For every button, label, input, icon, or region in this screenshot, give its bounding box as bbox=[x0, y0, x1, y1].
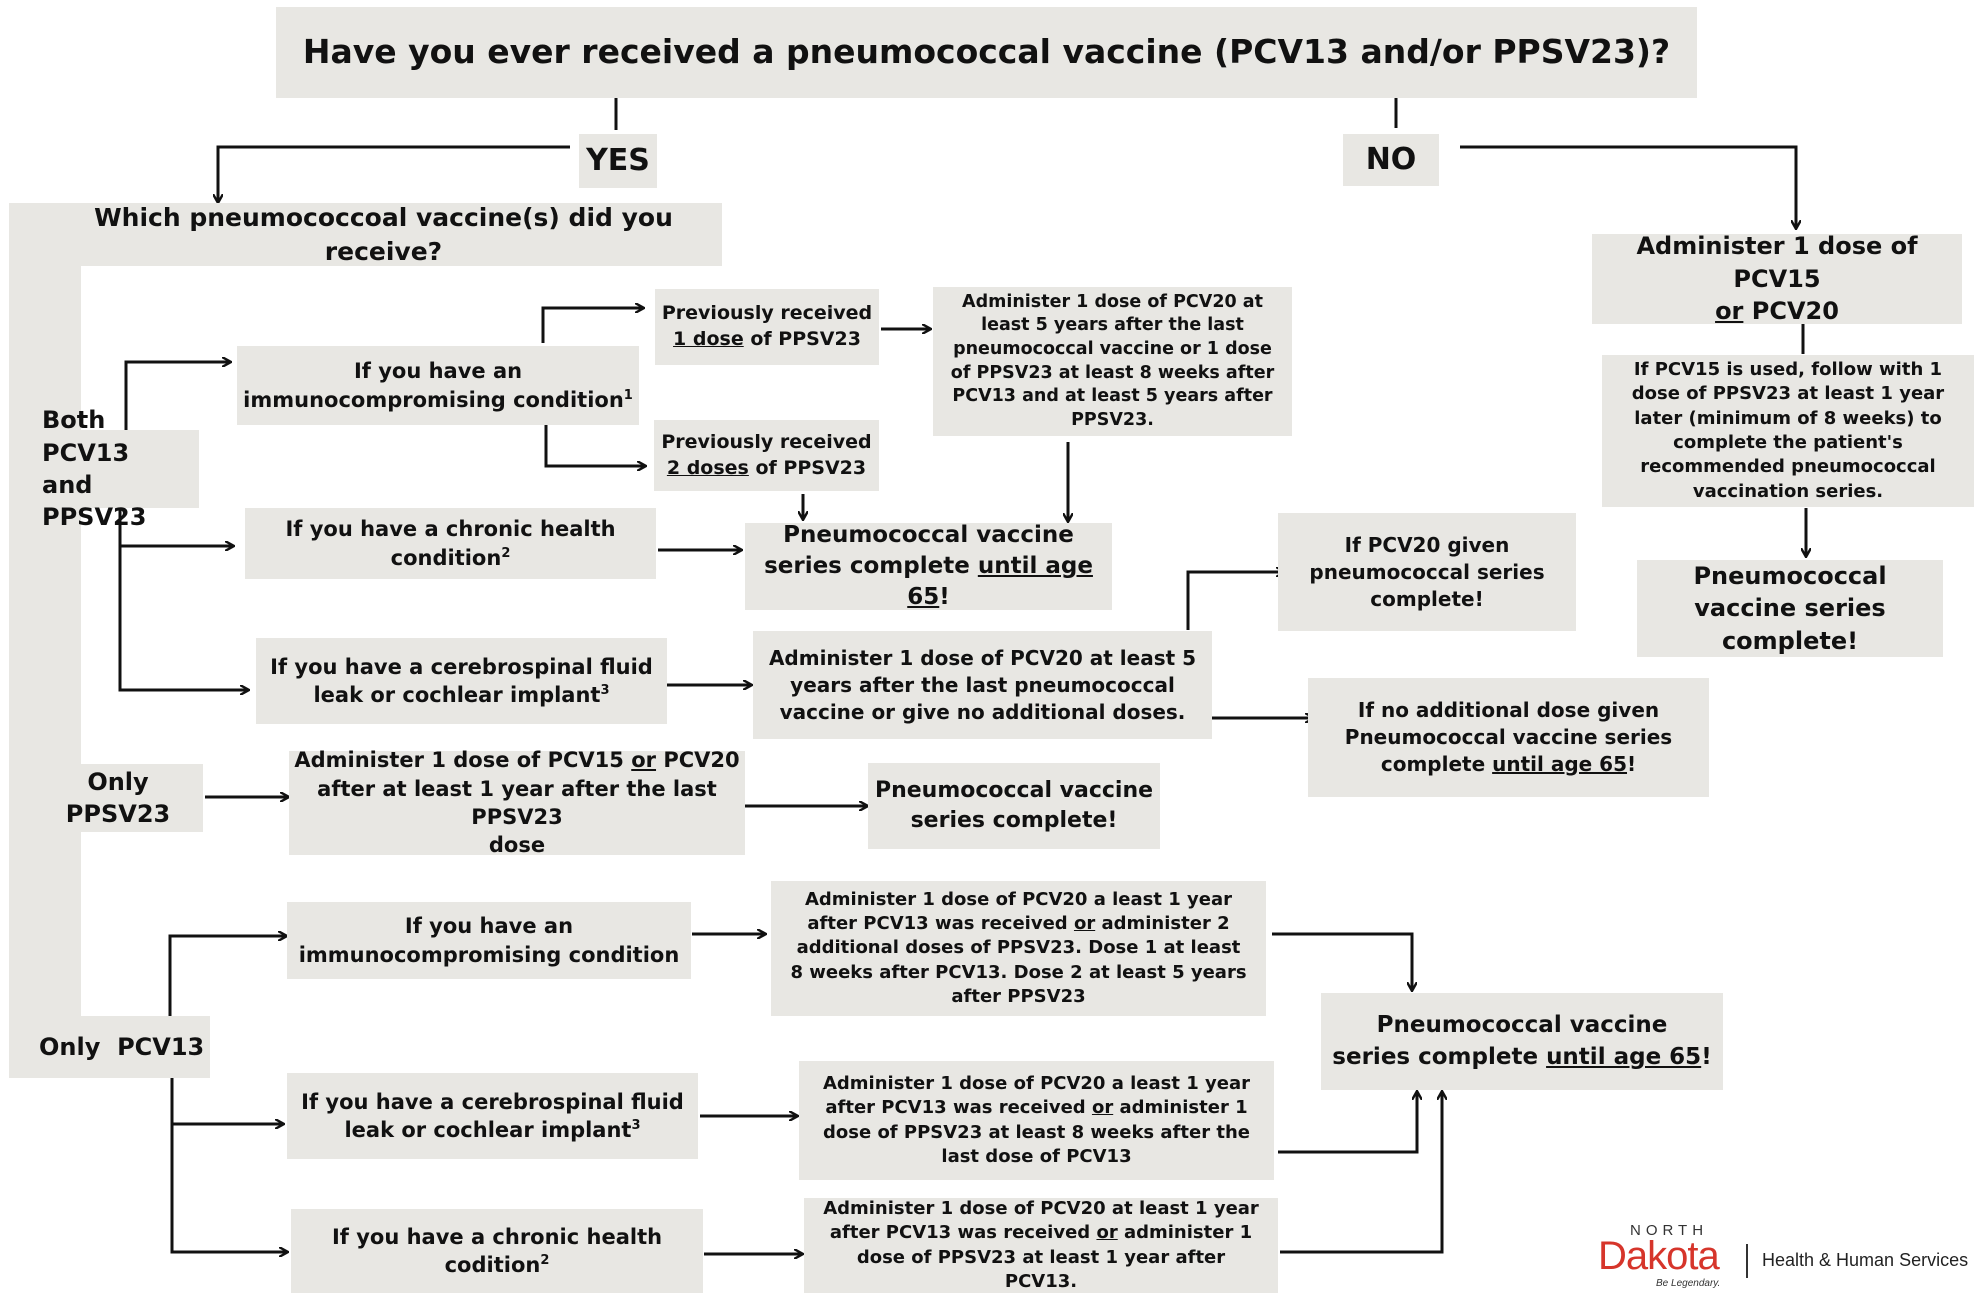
main-question: Have you ever received a pneumococcal va… bbox=[276, 7, 1697, 98]
both-chronic-text: If you have a chronic health condition2 bbox=[285, 517, 616, 570]
pcv13-chronic-text: If you have a chronic health codition2 bbox=[331, 1224, 663, 1277]
no-complete-text: Pneumococcal vaccine series complete! bbox=[1693, 561, 1887, 655]
ppsv23-complete-text: Pneumococcal vaccine series complete! bbox=[874, 778, 1154, 833]
pcv13-chronic-box: If you have a chronic health codition2 bbox=[291, 1209, 703, 1293]
left-trunk-panel bbox=[9, 266, 81, 1078]
both-admin-immuno-text: Administer 1 dose of PCV20 at least 5 ye… bbox=[950, 291, 1275, 430]
no-complete-box: Pneumococcal vaccine series complete! bbox=[1637, 560, 1943, 657]
ppsv23-admin-text: Administer 1 dose of PCV15 or PCV20 afte… bbox=[294, 748, 740, 858]
no-additional-text: If no additional dose given Pneumococcal… bbox=[1344, 698, 1673, 776]
no-followup-box: If PCV15 is used, follow with 1 dose of … bbox=[1602, 355, 1974, 507]
ppsv23-admin-box: Administer 1 dose of PCV15 or PCV20 afte… bbox=[289, 748, 745, 857]
pcv13-label-box: Only PCV13 bbox=[9, 1016, 210, 1078]
which-vaccine-question: Which pneumococcoal vaccine(s) did you r… bbox=[9, 203, 722, 266]
no-label: NO bbox=[1365, 141, 1417, 177]
no-answer: NO bbox=[1343, 134, 1439, 186]
pcv13-label: Only PCV13 bbox=[39, 1032, 205, 1061]
both-label: Both PCV13 and PPSV23 bbox=[42, 406, 147, 532]
pcv13-admin-immuno-box: Administer 1 dose of PCV20 a least 1 yea… bbox=[771, 881, 1266, 1016]
both-label-box: Both PCV13 and PPSV23 bbox=[9, 406, 199, 531]
logo-separator bbox=[1746, 1244, 1748, 1278]
both-admin-csf-text: Administer 1 dose of PCV20 at least 5 ye… bbox=[768, 645, 1197, 724]
logo-north: NORTH bbox=[1630, 1222, 1709, 1239]
both-admin-csf-box: Administer 1 dose of PCV20 at least 5 ye… bbox=[753, 631, 1212, 739]
pcv13-admin-immuno-text: Administer 1 dose of PCV20 a least 1 yea… bbox=[790, 888, 1247, 1007]
yes-answer: YES bbox=[579, 134, 657, 188]
page-title: Have you ever received a pneumococcal va… bbox=[302, 32, 1671, 72]
ppsv23-complete-box: Pneumococcal vaccine series complete! bbox=[868, 763, 1160, 849]
both-immuno-text: If you have an immunocompromising condit… bbox=[243, 359, 633, 412]
both-csf-box: If you have a cerebrospinal fluid leak o… bbox=[256, 638, 667, 724]
yes-label: YES bbox=[586, 142, 650, 178]
nd-hhs-logo: NORTH Dakota Be Legendary. Health & Huma… bbox=[1598, 1218, 1978, 1290]
logo-department: Health & Human Services bbox=[1762, 1250, 1969, 1270]
pcv13-csf-box: If you have a cerebrospinal fluid leak o… bbox=[287, 1073, 698, 1159]
no-followup-text: If PCV15 is used, follow with 1 dose of … bbox=[1631, 359, 1945, 502]
pcv20-given-text: If PCV20 given pneumococcal series compl… bbox=[1309, 532, 1545, 611]
both-csf-text: If you have a cerebrospinal fluid leak o… bbox=[270, 654, 653, 707]
ppsv23-label-box: Only PPSV23 bbox=[9, 764, 203, 832]
both-complete-text: Pneumococcal vaccine series complete unt… bbox=[764, 521, 1093, 611]
both-complete-box: Pneumococcal vaccine series complete unt… bbox=[745, 521, 1112, 611]
both-immuno-box: If you have an immunocompromising condit… bbox=[237, 346, 639, 425]
pcv13-immuno-box: If you have an immunocompromising condit… bbox=[287, 902, 691, 979]
pcv20-given-box: If PCV20 given pneumococcal series compl… bbox=[1278, 513, 1576, 631]
pcv13-complete-box: Pneumococcal vaccine series complete unt… bbox=[1321, 993, 1723, 1090]
logo-dakota: Dakota bbox=[1598, 1234, 1720, 1278]
both-admin-immuno-box: Administer 1 dose of PCV20 at least 5 ye… bbox=[933, 287, 1292, 436]
pcv13-admin-csf-box: Administer 1 dose of PCV20 a least 1 yea… bbox=[799, 1061, 1274, 1180]
pcv13-immuno-text: If you have an immunocompromising condit… bbox=[298, 914, 680, 967]
pcv13-admin-chronic-text: Administer 1 dose of PCV20 at least 1 ye… bbox=[823, 1197, 1259, 1292]
ppsv23-label: Only PPSV23 bbox=[65, 767, 171, 828]
pcv13-csf-text: If you have a cerebrospinal fluid leak o… bbox=[301, 1089, 684, 1142]
pcv13-admin-csf-text: Administer 1 dose of PCV20 a least 1 yea… bbox=[822, 1072, 1251, 1167]
pcv13-admin-chronic-box: Administer 1 dose of PCV20 at least 1 ye… bbox=[804, 1198, 1278, 1293]
both-chronic-box: If you have a chronic health condition2 bbox=[245, 508, 656, 579]
pcv13-complete-text: Pneumococcal vaccine series complete unt… bbox=[1332, 1012, 1712, 1070]
no-additional-box: If no additional dose given Pneumococcal… bbox=[1308, 678, 1709, 797]
logo-tagline: Be Legendary. bbox=[1656, 1278, 1721, 1289]
which-vaccine-label: Which pneumococcoal vaccine(s) did you r… bbox=[94, 202, 673, 266]
